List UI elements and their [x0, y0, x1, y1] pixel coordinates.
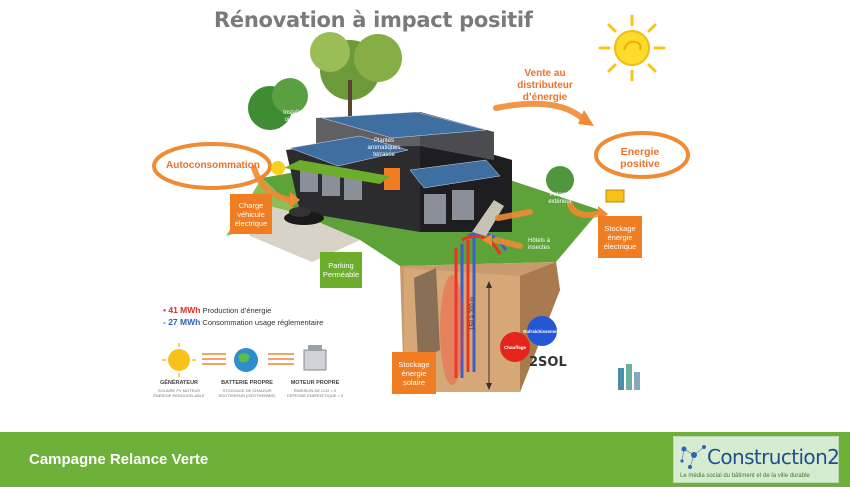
generator-sun-icon: [162, 343, 196, 377]
chauffage-badge: Chauffage: [500, 332, 530, 362]
construction21-logo[interactable]: Construction21 Le média social du bâtime…: [673, 436, 839, 483]
sun-icon: [598, 14, 666, 82]
building-illustration: [152, 32, 690, 392]
potager-label: Potager extérieur: [548, 192, 572, 205]
stockage-electrique-box: Stockage énergie électrique: [598, 216, 642, 258]
legend-moteur-caption: MOTEUR PROPRE: [290, 380, 340, 386]
brand-2sol: 2SOL: [529, 355, 567, 370]
battery-globe-icon: [234, 348, 258, 372]
legend-moteur-sub: ÉMISSION DE CO2 = 0 DÉPENSE ÉNERGÉTIQUE …: [286, 388, 344, 398]
legend-batterie-sub: STOCKAGE DE CHALEUR SOUTERRAIN (GÉOTHERM…: [218, 388, 276, 398]
car-icon: [284, 207, 324, 225]
logo-wordmark: Construction21: [707, 445, 839, 469]
installation-oiseaux-label: Installation à oiseaux sur souches d’arb…: [283, 110, 317, 137]
logo-tagline: Le média social du bâtiment et de la vil…: [680, 473, 810, 479]
legend-generateur-caption: GÉNÉRATEUR: [159, 380, 199, 386]
stat-consommation: - 27 MWh Consommation usage réglementair…: [163, 317, 323, 327]
diagram-canvas: Rénovation à impact positif: [152, 8, 690, 398]
stat-production: • 41 MWh Production d’énergie: [163, 305, 271, 315]
autoconsommation-label: Autoconsommation: [166, 160, 260, 171]
stockage-solaire-box: Stockage énergie solaire: [392, 352, 436, 394]
legend-batterie-caption: BATTERIE PROPRE: [221, 380, 273, 386]
rafraichissement-badge: Rafraîchissement: [523, 316, 561, 346]
energie-positive-label: Energie positive: [620, 146, 660, 170]
campaign-title: Campagne Relance Verte: [29, 451, 209, 468]
construction-logo-icon: [618, 364, 640, 390]
hotels-insectes-label: Hôtels à insectes: [527, 238, 550, 251]
motor-icon: [303, 345, 327, 371]
stat-production-value: • 41 MWh: [163, 305, 201, 315]
depth-label: 150 à 200 m: [470, 296, 476, 330]
footer-bar: Campagne Relance Verte Construction21 Le…: [0, 432, 850, 487]
stat-production-label: Production d’énergie: [202, 306, 272, 315]
diagram-title: Rénovation à impact positif: [214, 8, 533, 32]
network-dots-icon: [680, 445, 706, 469]
stat-consommation-label: Consommation usage réglementaire: [202, 318, 324, 327]
vente-label: Vente au distributeur d’énergie: [517, 68, 573, 103]
stat-consommation-value: - 27 MWh: [163, 317, 201, 327]
legend-generateur-sub: SOLAIRE PV MOTEUR ÉNERGIE RENOUVELABLE: [153, 388, 205, 398]
plantes-terrasse-label: Plantes aromatiques terrasse: [367, 138, 401, 158]
charge-vehicule-box: Charge véhicule électrique: [230, 194, 272, 234]
parking-box: Parking Perméable: [320, 252, 362, 288]
